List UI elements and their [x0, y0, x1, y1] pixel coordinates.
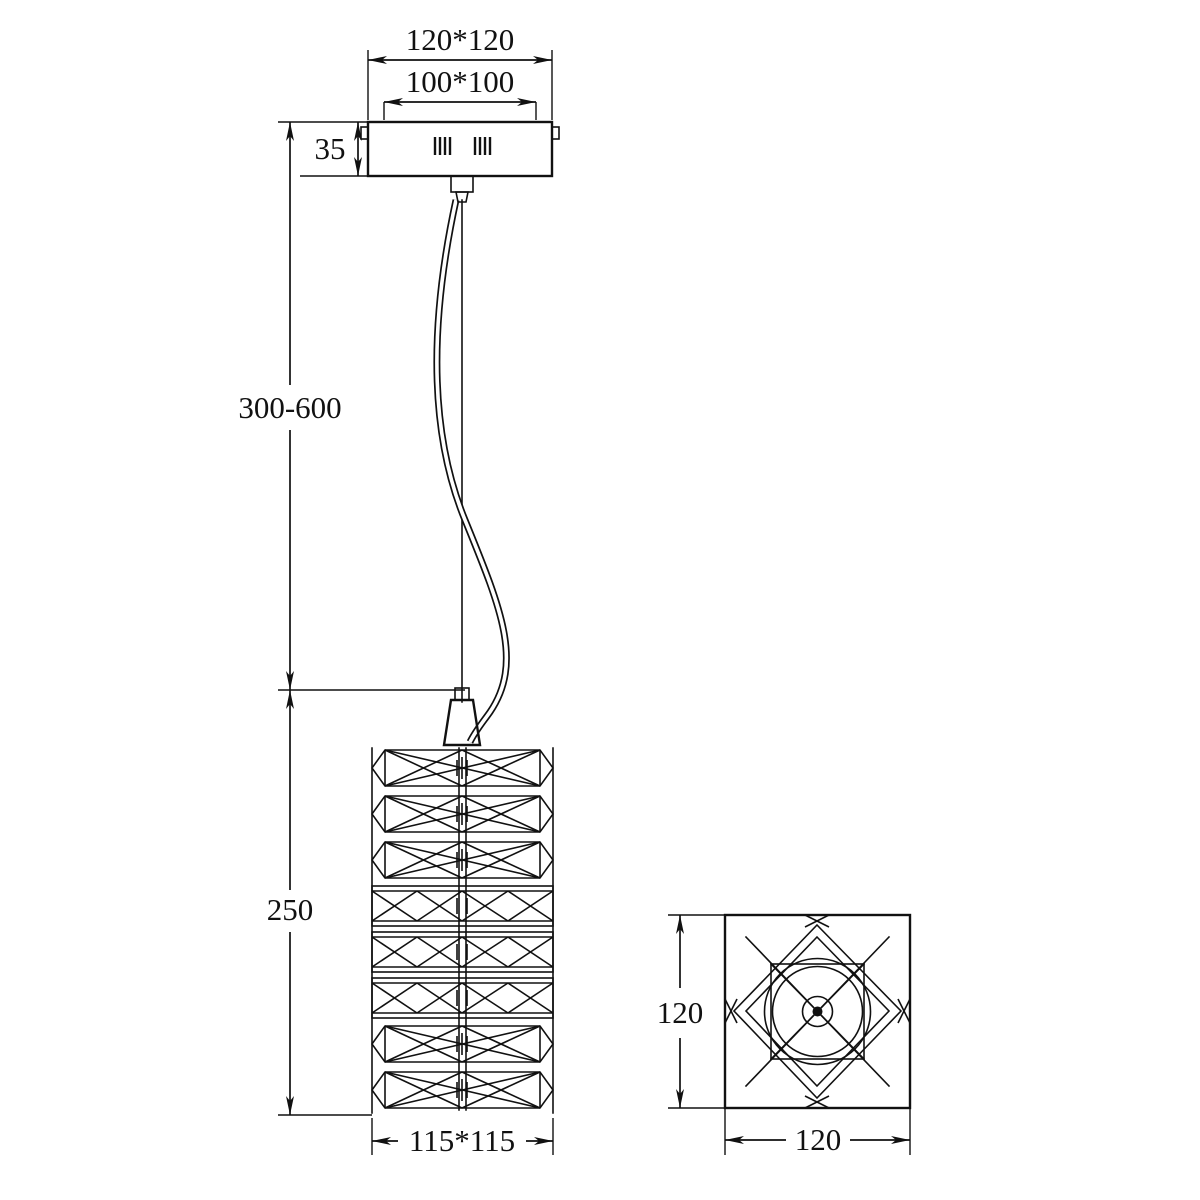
dimension-canopy-height: 35	[278, 121, 368, 177]
edge-bowties	[724, 914, 911, 1109]
dim-label-suspension-length: 300-600	[238, 390, 341, 425]
dimension-topview-side: 120	[657, 914, 725, 1109]
ceiling-canopy	[360, 120, 560, 203]
shade-band	[371, 885, 554, 927]
dim-label-shade-height: 250	[267, 892, 314, 927]
dim-label-shade-bottom: 115*115	[409, 1123, 515, 1158]
dim-label-canopy-outer: 120*120	[406, 22, 515, 57]
canopy-stem	[450, 175, 474, 193]
dimension-suspension-length: 300-600	[238, 122, 465, 691]
shade-band	[371, 749, 554, 787]
dim-label-topview-side: 120	[657, 995, 704, 1030]
dimension-shade-bottom: 115*115	[371, 1118, 554, 1158]
shade-band	[371, 795, 554, 833]
dim-label-topview-bottom: 120	[795, 1122, 842, 1157]
shade-band	[371, 841, 554, 879]
top-view-frame	[723, 913, 912, 1110]
canopy-right-tab	[551, 126, 560, 140]
dim-label-canopy-inner: 100*100	[406, 64, 515, 99]
dimension-topview-bottom: 120	[724, 1108, 911, 1157]
shade-band	[371, 1025, 554, 1063]
shade-band	[371, 977, 554, 1019]
suspension-cable	[433, 199, 510, 744]
canopy-cord-grip	[455, 191, 469, 203]
crystal-shade	[371, 747, 554, 1114]
shade-band	[371, 931, 554, 973]
dimension-canopy-inner: 100*100	[383, 64, 537, 120]
dimension-canopy-outer: 120*120	[367, 22, 553, 120]
dimension-shade-height: 250	[267, 690, 372, 1116]
center-finial	[812, 1006, 823, 1017]
canopy-vents	[433, 137, 492, 155]
shade-band	[371, 1071, 554, 1109]
front-view	[360, 120, 560, 1114]
top-view	[723, 913, 912, 1110]
dim-label-canopy-height: 35	[315, 131, 346, 166]
top-view-crystal-pattern	[724, 914, 911, 1109]
lamp-holder	[442, 687, 482, 747]
